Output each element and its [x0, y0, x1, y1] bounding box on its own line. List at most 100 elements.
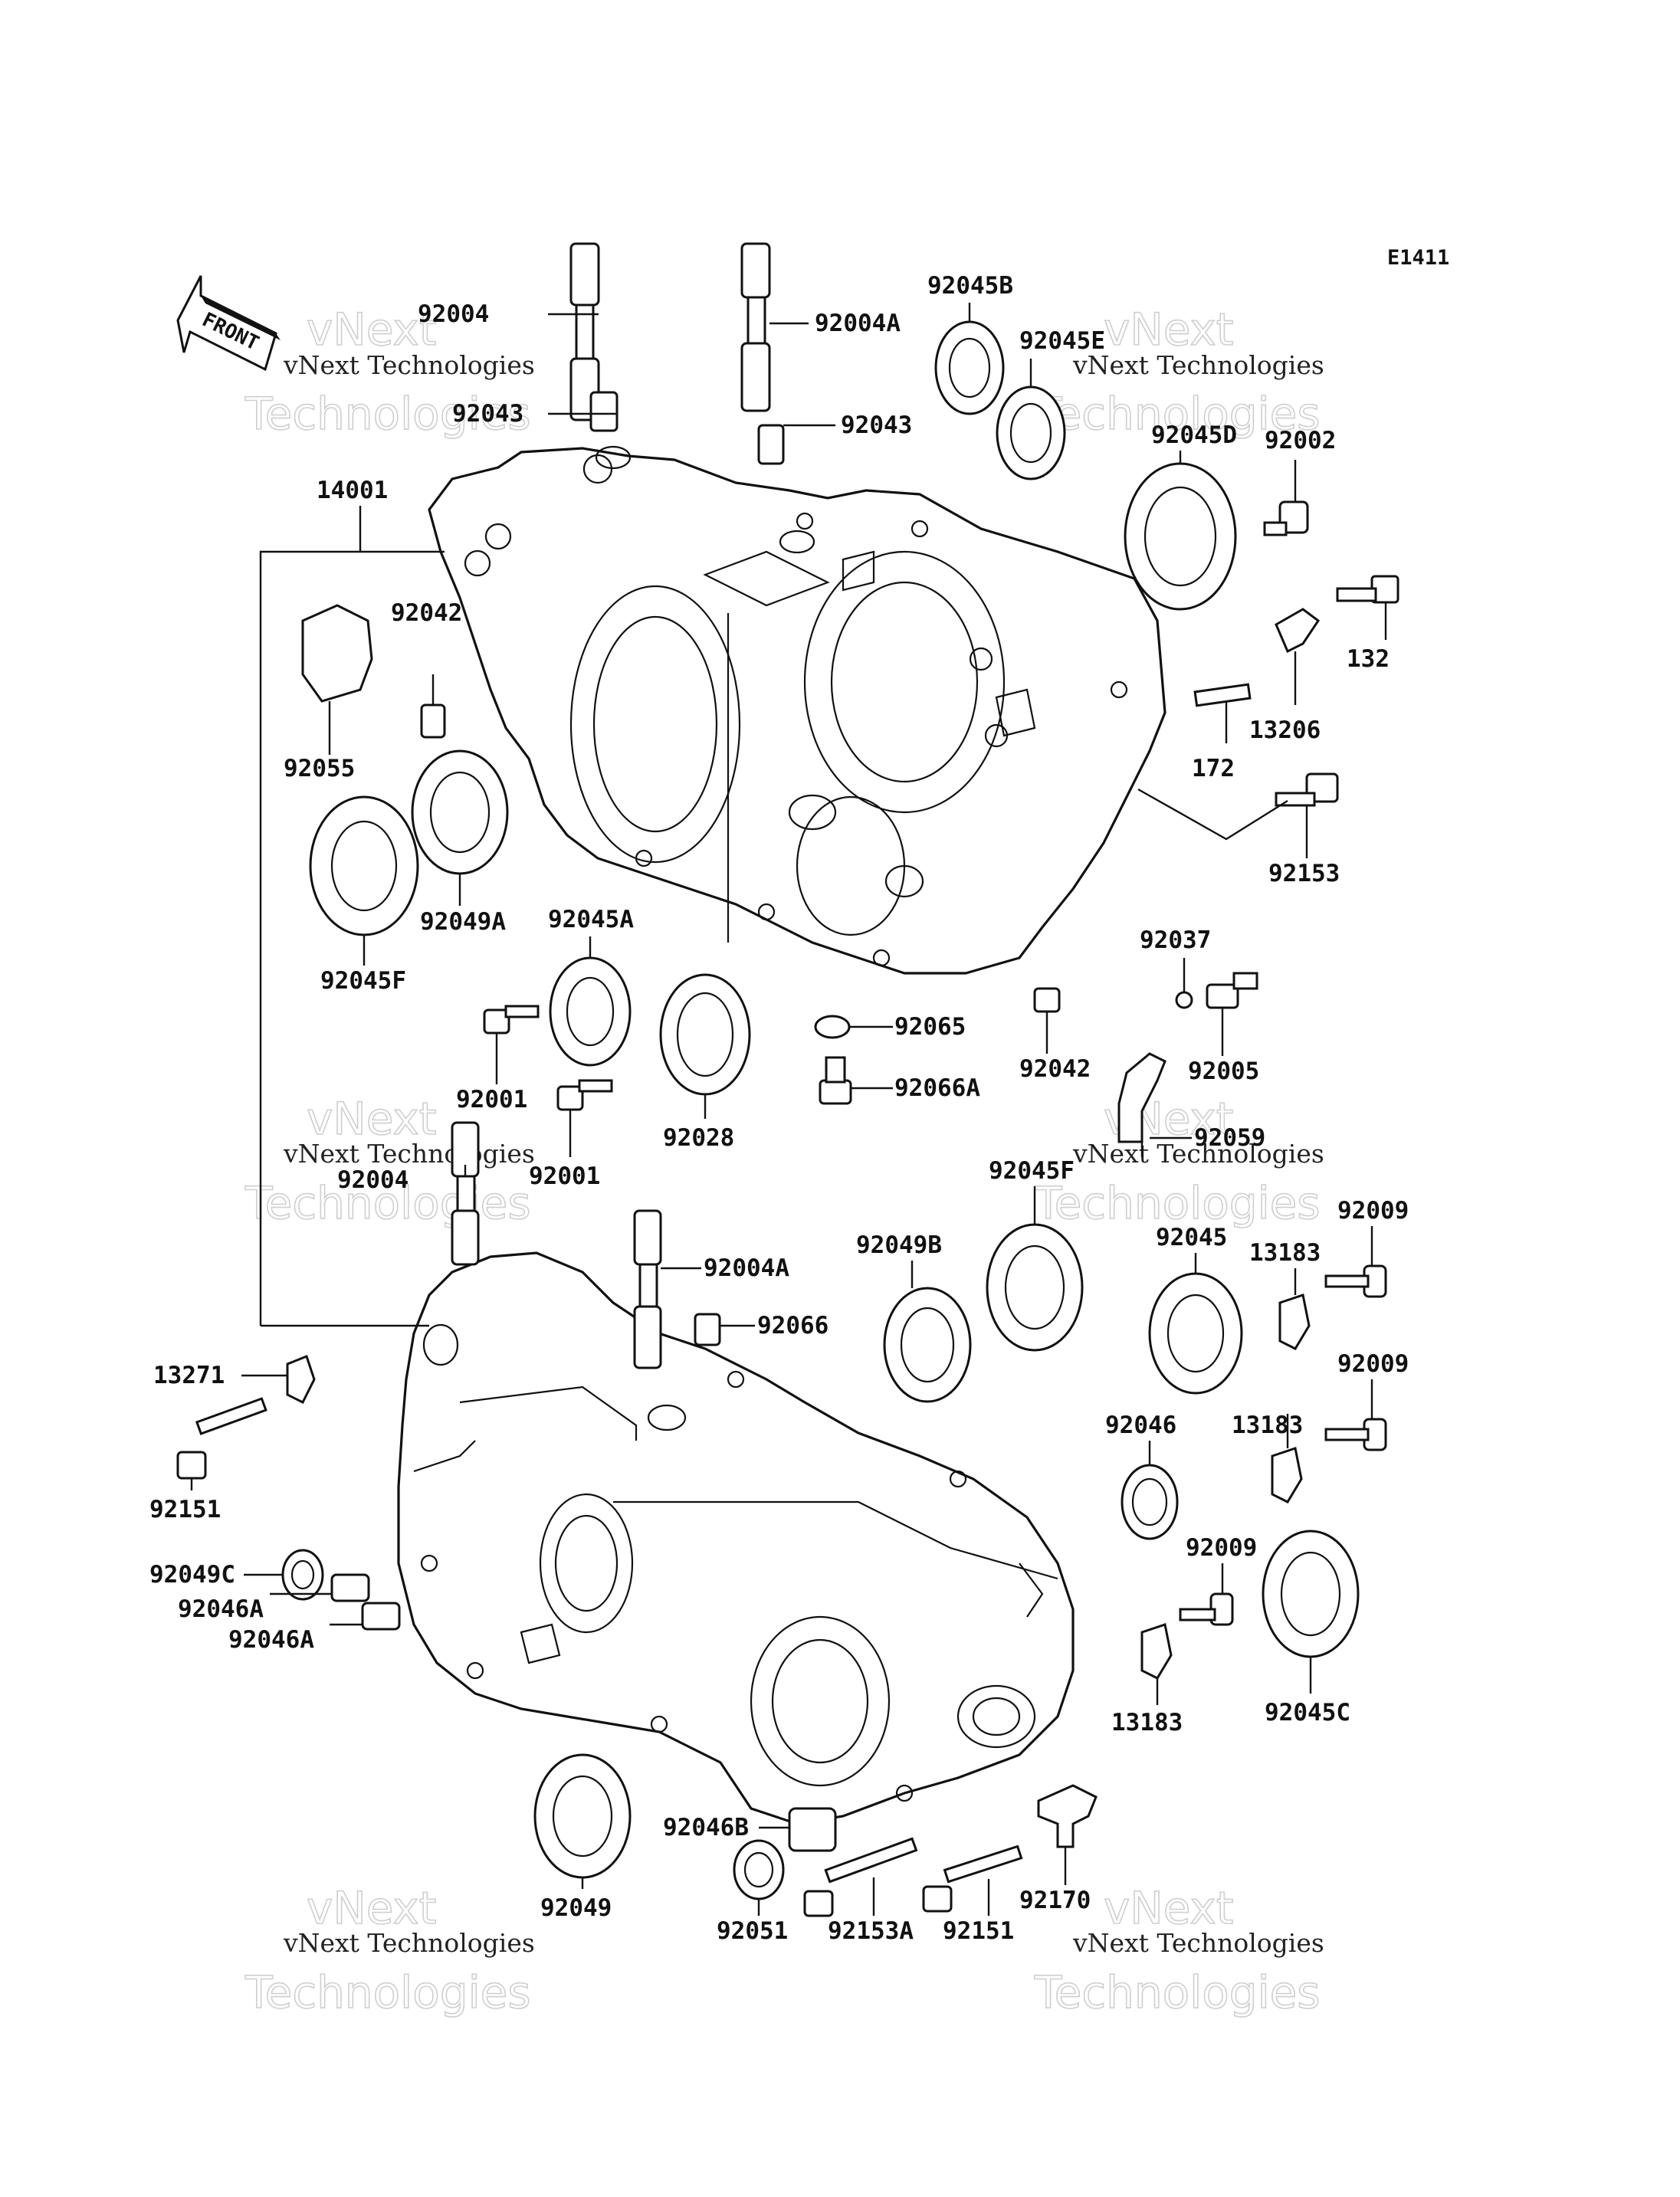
dowel-92043-right: [757, 424, 785, 465]
dowel-92066: [694, 1313, 721, 1346]
watermark-line2: Technologies: [244, 388, 531, 440]
callout-92001-a: 92001: [456, 1086, 527, 1113]
callout-92009-a: 92009: [1337, 1197, 1409, 1225]
callout-92045d: 92045D: [1151, 421, 1237, 449]
watermark-line1: vNext: [307, 303, 436, 356]
plate-13183-c: [1140, 1623, 1173, 1680]
callout-92004-lower: 92004: [337, 1166, 409, 1194]
bearing-92045c: [1262, 1530, 1360, 1658]
callout-92046: 92046: [1105, 1412, 1176, 1439]
callout-92037: 92037: [1140, 926, 1211, 954]
watermark-line1: vNext: [1104, 303, 1233, 356]
bearing-92045a: [549, 956, 632, 1067]
screw-92009-b: [1324, 1418, 1387, 1451]
hose-92059: [1117, 1052, 1166, 1143]
watermark-top-right: vNext Technologies vNext Technologies: [1033, 303, 1324, 441]
bolt-92002: [1263, 500, 1309, 536]
watermark-caption: vNext Technologies: [283, 1139, 535, 1169]
plate-13271: [286, 1355, 316, 1405]
callout-92043-left: 92043: [452, 400, 523, 428]
dowel-92042-right: [1033, 987, 1061, 1013]
callout-92046b: 92046B: [663, 1814, 749, 1841]
bearing-92045f-upper: [309, 795, 419, 936]
callout-92005: 92005: [1188, 1058, 1259, 1085]
bolt-92151-lower: [922, 1844, 1023, 1913]
callout-92153: 92153: [1268, 860, 1340, 887]
watermark-caption: vNext Technologies: [1072, 1139, 1324, 1169]
callout-92153a: 92153A: [828, 1917, 914, 1945]
callout-13183-b: 13183: [1232, 1412, 1303, 1439]
watermark-mid-right: vNext Technologies vNext Technologies: [1033, 1092, 1324, 1230]
bearing-92046a-a: [330, 1573, 370, 1602]
callout-13271: 13271: [153, 1362, 225, 1389]
callout-92042-left: 92042: [391, 599, 462, 627]
dowel-92043-left: [589, 391, 619, 432]
washer-92065: [814, 1015, 851, 1039]
callout-92045e: 92045E: [1019, 327, 1105, 355]
upper-crankcase-half: [428, 445, 1166, 975]
bolt-92153: [1275, 772, 1339, 807]
callout-92045b: 92045B: [927, 272, 1013, 300]
callout-92004a: 92004A: [815, 310, 901, 337]
watermark-bottom-left: vNext Technologies vNext Technologies: [244, 1881, 535, 2019]
callout-92055: 92055: [284, 755, 355, 782]
callout-92046a-a: 92046A: [178, 1595, 264, 1623]
watermark-caption: vNext Technologies: [1072, 1928, 1324, 1958]
callout-92065: 92065: [894, 1013, 966, 1041]
callout-92001-b: 92001: [529, 1162, 600, 1190]
bearing-92046a-b: [361, 1602, 401, 1631]
dowel-92042-left: [420, 703, 446, 739]
callout-92151-lower: 92151: [943, 1917, 1014, 1945]
bearing-92045d: [1124, 462, 1237, 611]
seal-92049b: [883, 1287, 972, 1403]
bearing-92045: [1148, 1272, 1243, 1395]
seal-92049c: [281, 1549, 324, 1601]
leader-lines: [190, 303, 1387, 1916]
callout-92049a: 92049A: [420, 908, 506, 936]
callout-92066a: 92066A: [894, 1074, 980, 1102]
bolt-92151-left: [176, 1397, 267, 1480]
bearing-92046b: [788, 1807, 837, 1852]
callout-92045c: 92045C: [1265, 1699, 1350, 1726]
seal-92051: [733, 1839, 785, 1900]
callout-13183-a: 13183: [1249, 1239, 1321, 1267]
bearing-92045e: [996, 385, 1066, 480]
callout-92045f-upper: 92045F: [320, 967, 406, 995]
screw-92009-a: [1324, 1264, 1387, 1298]
plate-13206: [1275, 608, 1321, 654]
callout-92009-b: 92009: [1337, 1350, 1409, 1378]
plate-13183-a: [1278, 1294, 1311, 1350]
watermark-top-left: vNext Technologies vNext Technologies: [244, 303, 535, 441]
callout-92051: 92051: [717, 1917, 788, 1945]
clip-92037: [1175, 991, 1193, 1009]
screw-92009-c: [1179, 1592, 1234, 1626]
watermark-caption: vNext Technologies: [283, 350, 535, 380]
plate-13183-b: [1271, 1447, 1303, 1503]
callout-92066: 92066: [757, 1312, 829, 1340]
front-arrow-icon: FRONT: [176, 275, 281, 372]
bearing-92045b: [934, 320, 1005, 415]
callout-92009-c: 92009: [1186, 1534, 1257, 1562]
watermark-line1: vNext: [1104, 1882, 1233, 1934]
watermark-caption: vNext Technologies: [283, 1928, 535, 1958]
callout-92046a-b: 92046A: [228, 1626, 314, 1654]
sleeve-92028: [659, 973, 751, 1096]
callout-92049b: 92049B: [856, 1231, 942, 1259]
diagram-code: E1411: [1387, 246, 1449, 270]
watermark-line1: vNext: [307, 1093, 436, 1145]
callout-92045: 92045: [1156, 1224, 1227, 1251]
watermark-line2: Technologies: [244, 1177, 531, 1229]
watermark-line2: Technologies: [1034, 388, 1321, 440]
callout-labels: 92004 92004A 92045B 92045E 92043 92043 9…: [149, 272, 1409, 1945]
bolt-92066a: [819, 1056, 852, 1105]
callout-92043-right: 92043: [841, 412, 912, 439]
seal-92049a: [411, 749, 509, 875]
callout-92049c: 92049C: [149, 1561, 235, 1589]
bearing-92045f-lower: [986, 1223, 1084, 1352]
watermark-line2: Technologies: [244, 1966, 531, 2018]
fitting-92005: [1206, 972, 1258, 1009]
watermark-line1: vNext: [307, 1882, 436, 1934]
watermark-mid-left: vNext Technologies vNext Technologies: [244, 1092, 535, 1230]
callout-92170: 92170: [1019, 1887, 1091, 1914]
callout-172: 172: [1192, 755, 1235, 782]
